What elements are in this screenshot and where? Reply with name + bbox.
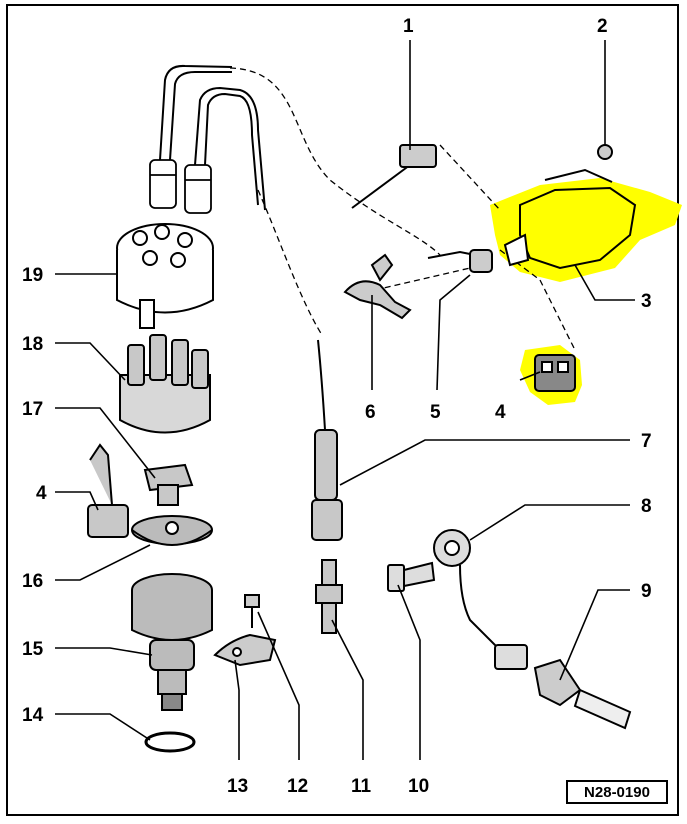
reference-code: N28-0190 — [584, 783, 650, 801]
callout-7: 7 — [641, 431, 652, 452]
dust-cover-16 — [131, 515, 213, 546]
callout-19: 19 — [22, 265, 43, 286]
clamp-13 — [213, 633, 277, 667]
connector-4-left — [87, 443, 129, 538]
callout-11: 11 — [351, 776, 372, 797]
callout-15: 15 — [22, 639, 44, 660]
sender-1 — [351, 144, 437, 209]
callout-1: 1 — [403, 16, 414, 37]
highlight-part-3 — [490, 178, 682, 282]
sensor-5 — [427, 249, 493, 273]
callout-4-left: 4 — [36, 483, 47, 504]
rotor-17 — [143, 463, 194, 506]
callout-4-right: 4 — [495, 402, 506, 423]
connector-4-right — [534, 354, 576, 392]
callout-5: 5 — [430, 402, 441, 423]
dashed-connection-lines — [229, 67, 576, 351]
reference-code-box: N28-0190 — [566, 780, 668, 804]
bracket-6 — [343, 253, 412, 320]
connector-9 — [533, 658, 632, 730]
callout-3: 3 — [641, 291, 652, 312]
nut-2 — [597, 144, 613, 160]
callout-8: 8 — [641, 496, 652, 517]
callout-13: 13 — [227, 776, 248, 797]
plug-connector-7 — [311, 429, 343, 541]
bolt-12 — [244, 594, 260, 628]
callout-18: 18 — [22, 334, 43, 355]
o-ring-14 — [144, 731, 196, 753]
distributor-body-15 — [131, 573, 213, 711]
lead-boots — [149, 159, 212, 214]
spark-plug-11 — [315, 559, 343, 634]
ignition-leads — [159, 64, 266, 211]
callout-6: 6 — [365, 402, 376, 423]
lead-7 — [317, 339, 326, 431]
callout-14: 14 — [22, 705, 44, 726]
callout-12: 12 — [287, 776, 308, 797]
distributor-cap-18 — [119, 334, 211, 434]
bolt-10 — [387, 561, 436, 592]
distributor-cap-19 — [116, 223, 214, 329]
callout-17: 17 — [22, 399, 43, 420]
leader-lines — [55, 40, 635, 760]
callout-9: 9 — [641, 581, 652, 602]
callout-10: 10 — [408, 776, 429, 797]
callout-16: 16 — [22, 571, 43, 592]
callout-2: 2 — [597, 16, 608, 37]
housing-3 — [503, 168, 637, 270]
knock-sensor-8 — [433, 529, 528, 670]
